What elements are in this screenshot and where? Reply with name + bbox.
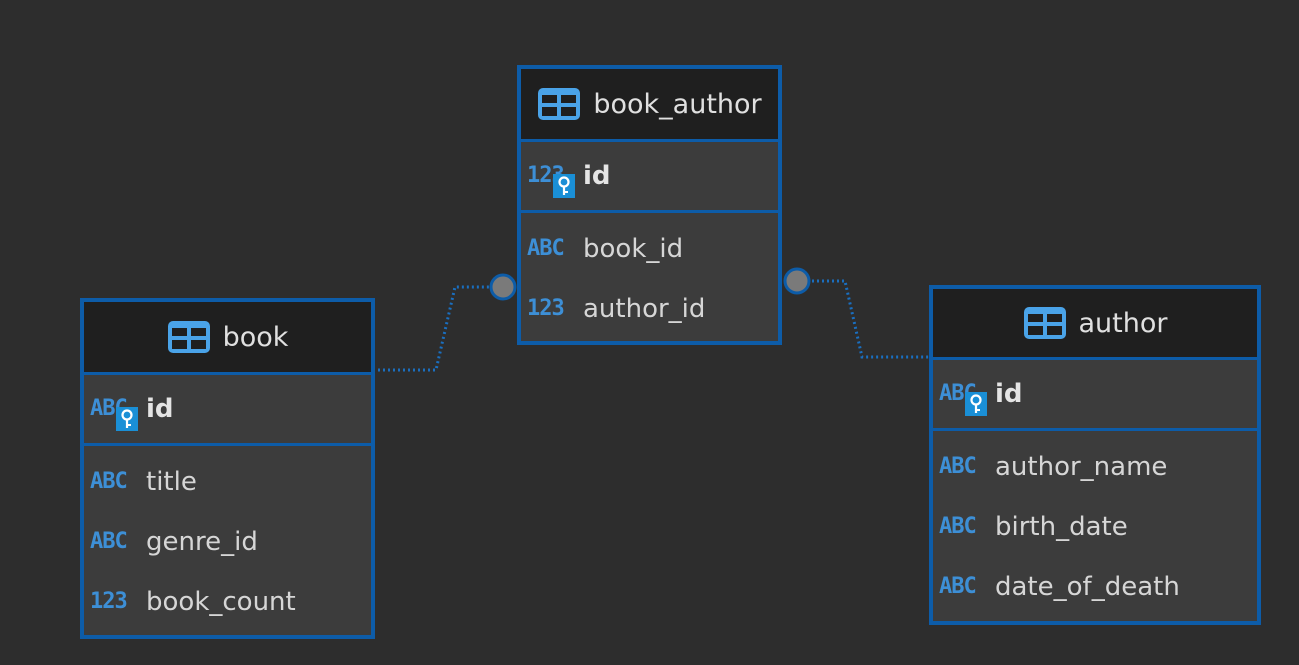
attribute-row[interactable]: ABC birth_date <box>933 497 1257 557</box>
entity-book[interactable]: book ABC id ABC title ABC genre_id 123 b… <box>80 298 375 639</box>
attribute-row[interactable]: ABC genre_id <box>84 512 371 572</box>
column-name: birth_date <box>995 512 1128 542</box>
type-icon-number: 123 <box>527 160 579 198</box>
pk-column-name: id <box>146 394 174 424</box>
connector-book-to-book-author[interactable] <box>373 285 503 372</box>
type-icon-text: ABC <box>90 469 128 494</box>
connector-author-to-book-author[interactable] <box>797 279 929 359</box>
connector-end-dot-book <box>489 273 517 301</box>
connector-end-dot-author <box>783 267 811 295</box>
entity-title: author <box>1078 307 1168 339</box>
primary-key-row[interactable]: ABC id <box>933 360 1257 431</box>
type-icon-text: ABC <box>527 236 565 261</box>
attribute-row[interactable]: ABC title <box>84 452 371 512</box>
type-icon-text: ABC <box>90 529 128 554</box>
entity-title: book_author <box>593 88 762 120</box>
table-icon <box>1023 307 1066 339</box>
attribute-list: ABC author_name ABC birth_date ABC date_… <box>933 431 1257 617</box>
column-name: author_name <box>995 452 1168 482</box>
primary-key-row[interactable]: ABC id <box>84 375 371 446</box>
entity-header[interactable]: book <box>84 302 371 375</box>
attribute-row[interactable]: 123 book_count <box>84 572 371 632</box>
type-icon-number: 123 <box>527 296 565 321</box>
type-icon-text: ABC <box>939 454 977 479</box>
pk-column-name: id <box>583 161 611 191</box>
type-icon-text: ABC <box>939 378 991 416</box>
attribute-list: ABC title ABC genre_id 123 book_count <box>84 446 371 632</box>
column-name: author_id <box>583 294 706 324</box>
attribute-list: ABC book_id 123 author_id <box>521 213 778 339</box>
key-icon <box>965 392 987 416</box>
type-icon-number: 123 <box>90 589 128 614</box>
entity-header[interactable]: book_author <box>521 69 778 142</box>
table-icon <box>538 88 581 120</box>
table-icon <box>167 321 210 353</box>
column-name: book_id <box>583 234 684 264</box>
attribute-row[interactable]: ABC book_id <box>521 219 778 279</box>
entity-author[interactable]: author ABC id ABC author_name ABC birth_… <box>929 285 1261 625</box>
pk-column-name: id <box>995 379 1023 409</box>
column-name: book_count <box>146 587 296 617</box>
column-name: date_of_death <box>995 572 1180 602</box>
primary-key-row[interactable]: 123 id <box>521 142 778 213</box>
type-icon-text: ABC <box>939 574 977 599</box>
attribute-row[interactable]: ABC date_of_death <box>933 557 1257 617</box>
attribute-row[interactable]: 123 author_id <box>521 279 778 339</box>
key-icon <box>116 407 138 431</box>
type-icon-text: ABC <box>90 393 142 431</box>
column-name: title <box>146 467 197 497</box>
type-icon-text: ABC <box>939 514 977 539</box>
entity-book-author[interactable]: book_author 123 id ABC book_id 123 autho… <box>517 65 782 345</box>
attribute-row[interactable]: ABC author_name <box>933 437 1257 497</box>
key-icon <box>553 174 575 198</box>
entity-header[interactable]: author <box>933 289 1257 360</box>
entity-title: book <box>222 321 289 353</box>
column-name: genre_id <box>146 527 258 557</box>
